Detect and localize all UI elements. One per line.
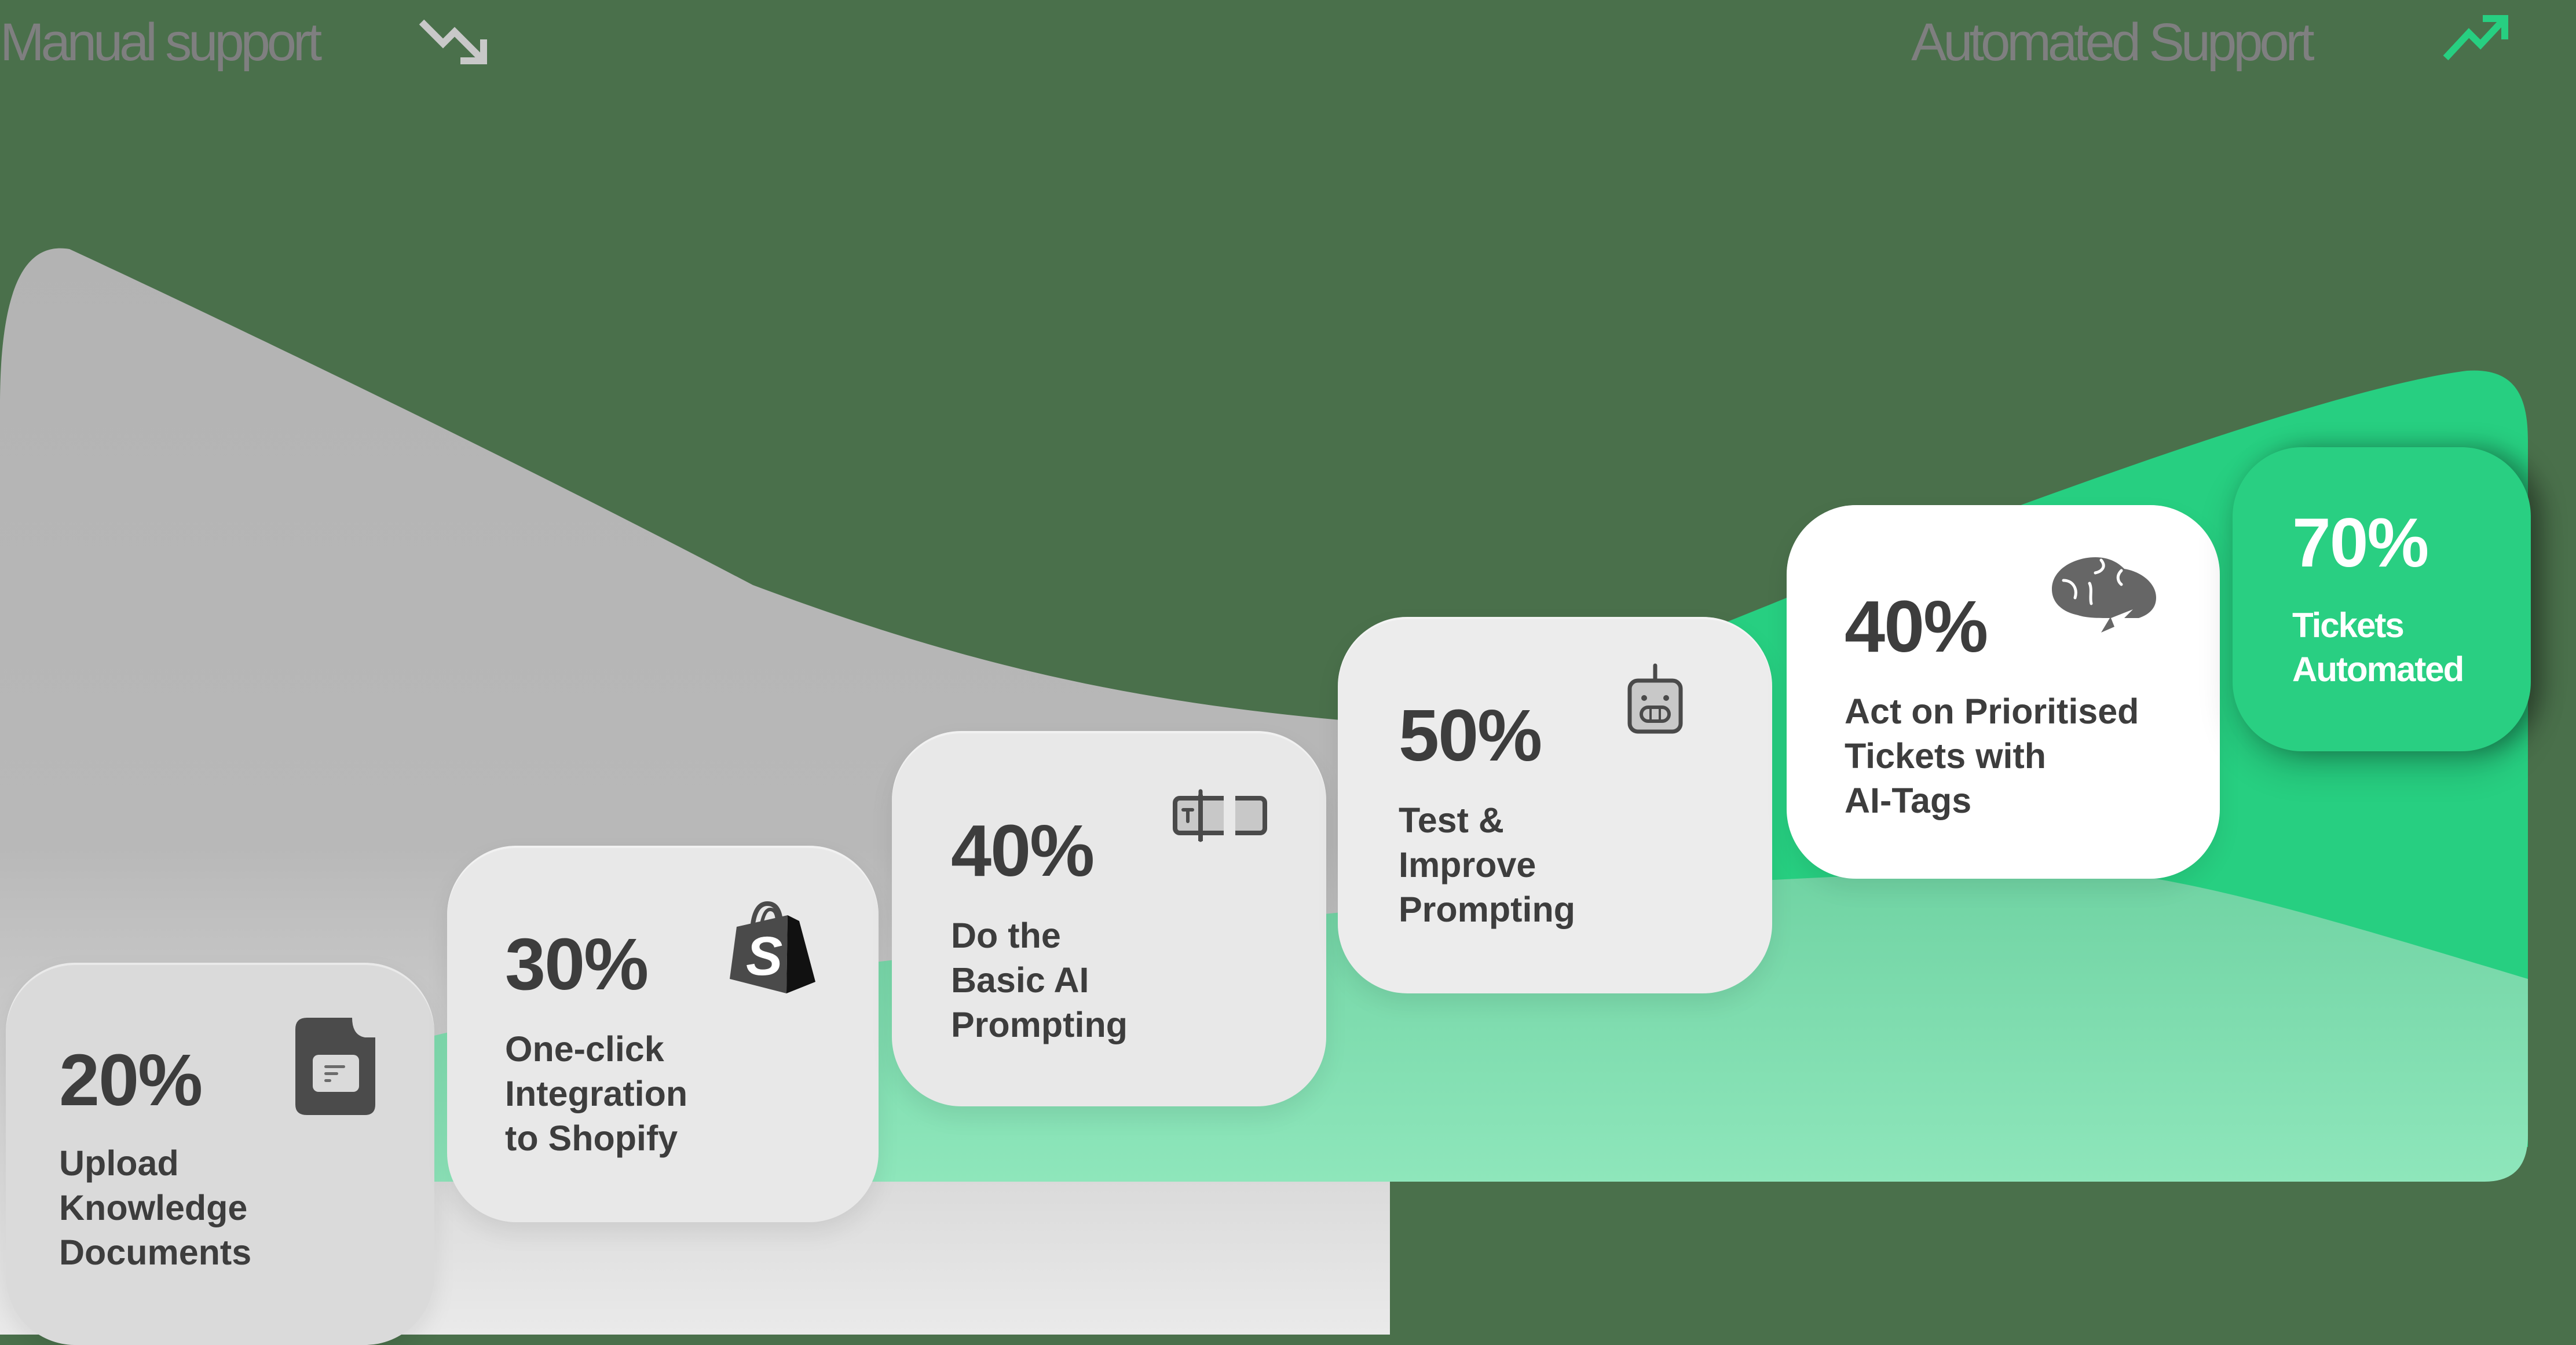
trend-up-icon bbox=[2443, 15, 2508, 61]
step-label: Tickets Automated bbox=[2292, 606, 2464, 689]
step-card-tickets-automated: 70% Tickets Automated bbox=[2233, 447, 2531, 751]
step-percent: 70% bbox=[2292, 504, 2429, 582]
step-percent: 50% bbox=[1399, 695, 1542, 776]
robot-icon bbox=[1627, 663, 1683, 734]
step-card-shopify-integration: 30% One-click Integration to Shopify S bbox=[447, 846, 879, 1222]
step-percent: 30% bbox=[505, 923, 649, 1005]
step-label: One-click Integration to Shopify bbox=[505, 1029, 688, 1158]
step-percent: 20% bbox=[59, 1039, 203, 1121]
manual-support-label: Manual support bbox=[0, 13, 322, 72]
trend-down-icon bbox=[419, 19, 487, 64]
step-percent: 40% bbox=[1845, 586, 1988, 667]
step-card-upload-documents: 20% Upload Knowledge Documents bbox=[6, 963, 434, 1345]
text-input-icon bbox=[1173, 789, 1267, 842]
document-icon bbox=[295, 1018, 375, 1115]
shopify-bag-icon: S bbox=[730, 901, 815, 993]
svg-text:S: S bbox=[746, 926, 782, 987]
automated-light-area bbox=[405, 869, 2528, 1182]
step-percent: 40% bbox=[951, 810, 1095, 891]
automated-support-label: Automated Support bbox=[1911, 13, 2315, 72]
step-label: Upload Knowledge Documents bbox=[59, 1143, 252, 1272]
brain-lightning-icon bbox=[2052, 557, 2156, 633]
step-card-basic-ai-prompting: 40% Do the Basic AI Prompting bbox=[892, 731, 1326, 1106]
step-label: Test & Improve Prompting bbox=[1399, 801, 1575, 929]
step-label: Do the Basic AI Prompting bbox=[951, 916, 1128, 1044]
step-label: Act on Prioritised Tickets with AI-Tags bbox=[1845, 692, 2139, 820]
step-card-prioritised-tickets: 40% Act on Prioritised Tickets with AI-T… bbox=[1787, 505, 2220, 879]
step-card-test-improve-prompting: 50% Test & Improve Prompting bbox=[1338, 617, 1772, 993]
